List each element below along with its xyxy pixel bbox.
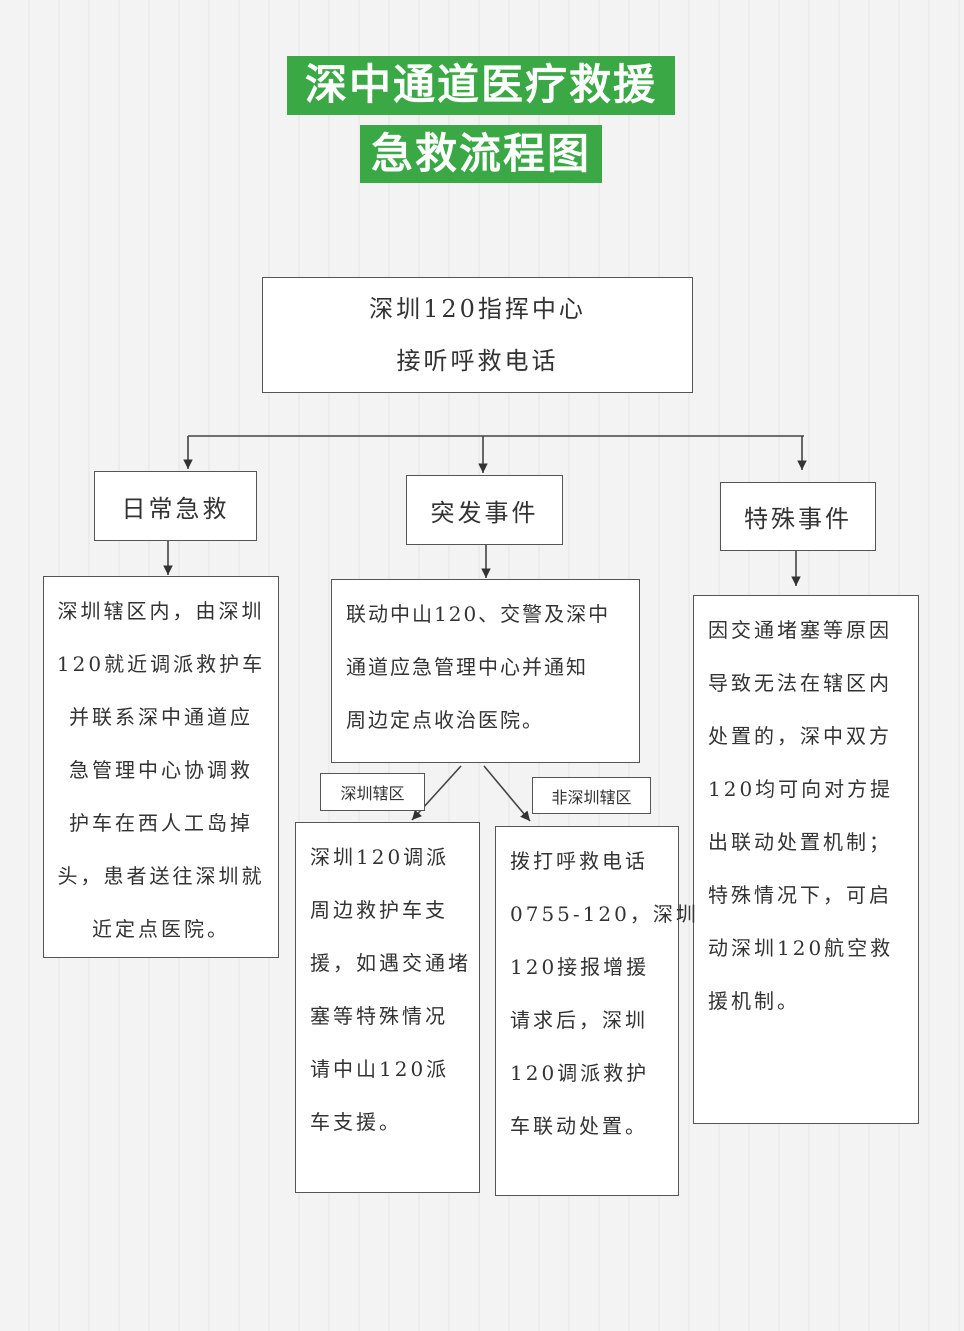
text-line: 援，如遇交通堵 [310, 951, 471, 975]
text-line: 导致无法在辖区内 [708, 671, 892, 695]
text-line: 因交通堵塞等原因 [708, 618, 892, 642]
non-sz-jurisdiction-label: 非深圳辖区 [532, 777, 651, 814]
text-line: 120调派救护 [510, 1061, 650, 1085]
special-body-box: 因交通堵塞等原因 导致无法在辖区内 处置的，深中双方 120均可向对方提 出联动… [693, 595, 919, 1124]
text-line: 近定点医院。 [92, 917, 230, 941]
daily-body-box: 深圳辖区内，由深圳 120就近调派救护车 并联系深中通道应 急管理中心协调救 护… [43, 576, 279, 958]
text-line: 联动中山120、交警及深中 [346, 602, 611, 626]
text-line: 急管理中心协调救 [69, 758, 253, 782]
title-line-2: 急救流程图 [360, 125, 602, 183]
text-line: 动深圳120航空救 [708, 936, 894, 960]
text-line: 0755-120，深圳 [510, 902, 699, 926]
special-box: 特殊事件 [720, 482, 876, 551]
text-line: 塞等特殊情况 [310, 1004, 448, 1028]
text-line: 周边救护车支 [310, 898, 448, 922]
daily-box: 日常急救 [94, 471, 257, 541]
sz-body-box: 深圳120调派 周边救护车支 援，如遇交通堵 塞等特殊情况 请中山120派 车支… [295, 822, 480, 1193]
text-line: 并联系深中通道应 [69, 705, 253, 729]
arrow-non-sz [483, 765, 531, 822]
top-line-2: 接听呼救电话 [396, 347, 559, 375]
text-line: 120均可向对方提 [708, 777, 894, 801]
text-line: 处置的，深中双方 [708, 724, 892, 748]
sudden-box: 突发事件 [406, 475, 563, 545]
text-line: 援机制。 [708, 989, 800, 1013]
text-line: 120接报增援 [510, 955, 650, 979]
top-line-1: 深圳120指挥中心 [369, 295, 586, 323]
text-line: 120就近调派救护车 [56, 652, 266, 676]
text-line: 护车在西人工岛掉 [69, 811, 253, 835]
text-line: 深圳120调派 [310, 845, 450, 869]
command-center-box: 深圳120指挥中心 接听呼救电话 [262, 277, 693, 393]
text-line: 通道应急管理中心并通知 [346, 655, 588, 679]
title-line-1: 深中通道医疗救援 [287, 56, 675, 115]
text-line: 请中山120派 [310, 1057, 450, 1081]
sudden-body-box: 联动中山120、交警及深中 通道应急管理中心并通知 周边定点收治医院。 [331, 579, 640, 763]
text-line: 头，患者送往深圳就 [57, 864, 265, 888]
text-line: 出联动处置机制； [708, 830, 892, 854]
text-line: 拨打呼救电话 [510, 849, 648, 873]
text-line: 请求后，深圳 [510, 1008, 648, 1032]
sz-jurisdiction-label: 深圳辖区 [320, 773, 425, 811]
text-line: 车支援。 [310, 1110, 402, 1134]
text-line: 车联动处置。 [510, 1114, 648, 1138]
text-line: 特殊情况下，可启 [708, 883, 892, 907]
text-line: 周边定点收治医院。 [346, 708, 544, 732]
non-sz-body-box: 拨打呼救电话 0755-120，深圳 120接报增援 请求后，深圳 120调派救… [495, 826, 699, 1196]
arrow-sz [411, 765, 462, 821]
text-line: 深圳辖区内，由深圳 [57, 599, 265, 623]
